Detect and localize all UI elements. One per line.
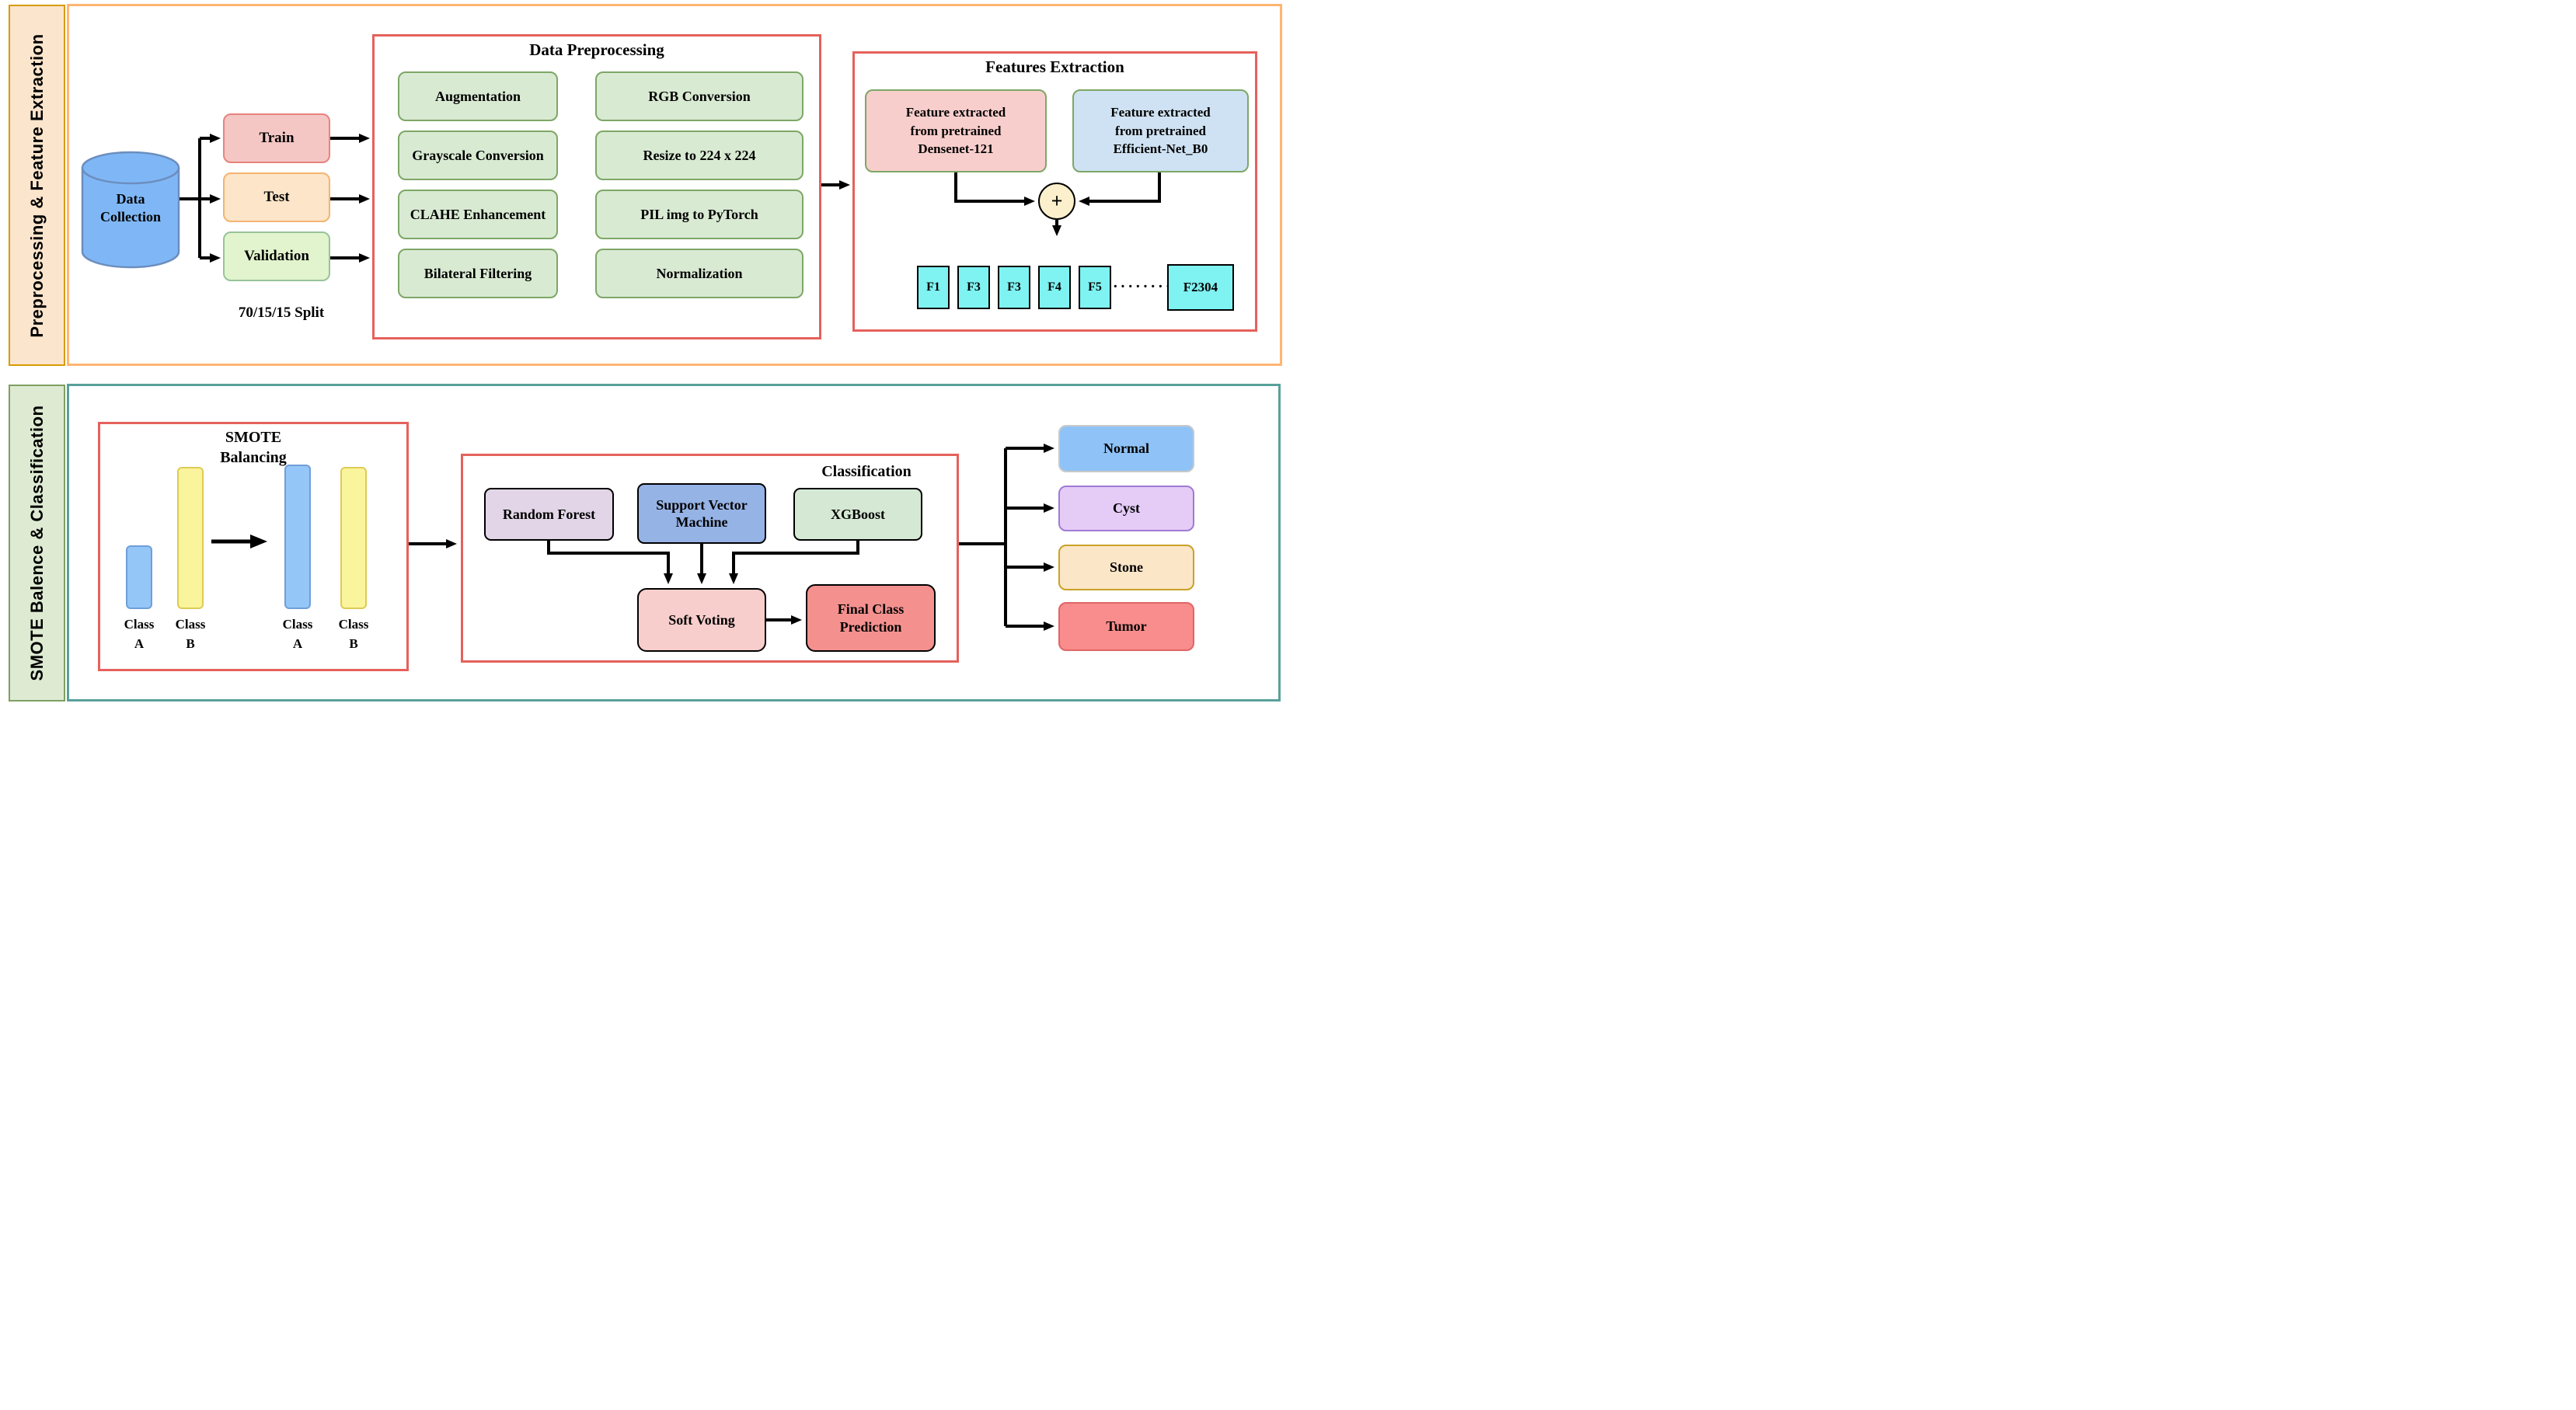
class-b-after-label: Class B [338,617,369,651]
efficientnet-feature-box: Feature extracted from pretrained Effici… [1072,89,1249,172]
data-preprocessing-title: Data Preprocessing [529,40,664,59]
densenet-feature-box: Feature extracted from pretrained Densen… [865,89,1047,172]
bar-class-a-after [284,465,311,609]
bottom-section-label-text: SMOTE Balence & Classification [26,405,47,681]
bottom-section-label: SMOTE Balence & Classification [9,385,65,702]
step-clahe-enhancement: CLAHE Enhancement [398,190,558,239]
top-section-label: Preprocessing & Feature Extraction [9,5,65,366]
vector-cell: F5 [1079,266,1111,309]
output-cyst-box: Cyst [1058,486,1194,531]
step-pil-to-pytorch: PIL img to PyTorch [595,190,803,239]
soft-voting-box: Soft Voting [637,588,766,652]
class-a-before-label: Class A [124,617,155,651]
bar-class-b-after [340,467,367,609]
vector-cell-last: F2304 [1167,264,1234,311]
random-forest-box: Random Forest [484,488,614,541]
vector-cell: F3 [998,266,1030,309]
class-b-before-label: Class B [175,617,206,651]
smote-title-line1: SMOTE [225,429,282,446]
pipeline-diagram: Preprocessing & Feature Extraction SMOTE… [0,0,1288,705]
validation-box: Validation [223,232,330,281]
xgboost-box: XGBoost [793,488,922,541]
output-tumor-box: Tumor [1058,602,1194,651]
step-resize: Resize to 224 x 224 [595,131,803,180]
vector-cell: F4 [1038,266,1071,309]
step-grayscale-conversion: Grayscale Conversion [398,131,558,180]
concatenation-plus-icon: + [1038,183,1075,220]
top-section-label-text: Preprocessing & Feature Extraction [26,33,47,338]
classification-title: Classification [821,463,912,480]
train-box: Train [223,113,330,163]
data-collection-label: Data Collection [100,190,161,225]
svm-box: Support Vector Machine [637,483,766,544]
step-normalization: Normalization [595,249,803,298]
bar-class-b-before [177,467,204,609]
smote-title-line2: Balancing [220,449,287,466]
output-normal-box: Normal [1058,425,1194,472]
step-augmentation: Augmentation [398,71,558,121]
vector-cell: F3 [957,266,990,309]
split-ratio-note: 70/15/15 Split [238,305,325,321]
step-bilateral-filtering: Bilateral Filtering [398,249,558,298]
bar-class-a-before [126,545,152,609]
vector-cell: F1 [917,266,950,309]
step-rgb-conversion: RGB Conversion [595,71,803,121]
vector-ellipsis: ········· [1113,278,1181,295]
output-stone-box: Stone [1058,545,1194,590]
class-a-after-label: Class A [282,617,313,651]
test-box: Test [223,172,330,222]
final-class-prediction-box: Final Class Prediction [806,584,936,652]
features-extraction-title: Features Extraction [985,57,1124,76]
